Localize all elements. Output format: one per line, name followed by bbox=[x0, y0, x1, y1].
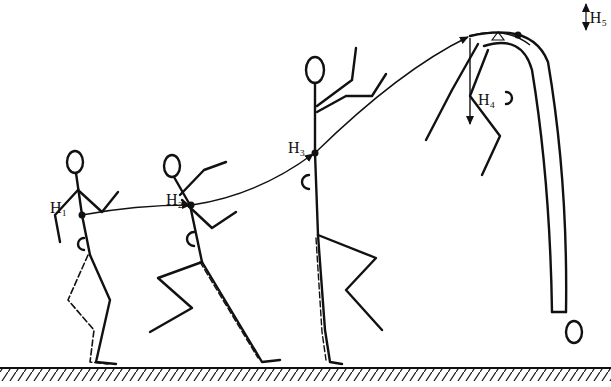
height-label: H₁ bbox=[50, 200, 67, 216]
height-label: H₅ bbox=[590, 10, 607, 26]
height-arrow-h4 bbox=[469, 38, 470, 124]
jumper-figure-1 bbox=[55, 151, 118, 364]
ground bbox=[0, 368, 611, 381]
height-label: H₄ bbox=[478, 92, 495, 108]
centre-of-mass-dots bbox=[79, 32, 522, 219]
height-label: H₃ bbox=[288, 140, 305, 156]
jumper-figure-4 bbox=[426, 32, 582, 343]
trajectory bbox=[82, 33, 530, 215]
height-label: H₂ bbox=[166, 192, 183, 208]
height-arrow-h5 bbox=[585, 4, 586, 30]
jumper-figure-3 bbox=[302, 48, 386, 364]
bar-symbol bbox=[492, 32, 504, 40]
jumper-figure-2 bbox=[150, 155, 280, 362]
